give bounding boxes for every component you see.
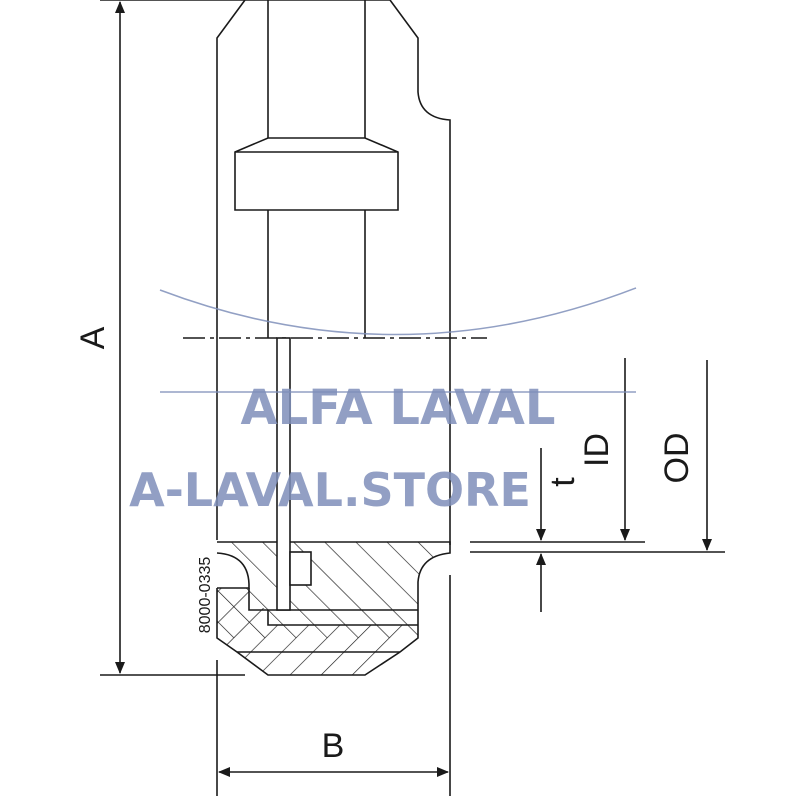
- dimension-t: t: [536, 448, 582, 612]
- dimension-od-label: OD: [658, 433, 696, 484]
- dimension-b: B: [216, 575, 451, 796]
- dimension-a-label: A: [74, 326, 112, 349]
- watermark-store: A-LAVAL.STORE: [129, 463, 531, 517]
- section-view: [216, 337, 451, 676]
- dimension-id-label: ID: [578, 433, 616, 467]
- dimension-od: OD: [470, 360, 725, 553]
- dimension-a: A: [74, 0, 245, 676]
- dimension-b-label: B: [322, 727, 345, 765]
- dimension-t-label: t: [544, 477, 582, 487]
- drawing-number: 8000-0335: [197, 557, 214, 634]
- fitting-body: [183, 0, 487, 545]
- dimension-id: ID: [470, 358, 645, 543]
- watermark-logo: ALFA LAVAL: [241, 380, 556, 436]
- watermark: ALFA LAVAL A-LAVAL.STORE: [129, 287, 637, 517]
